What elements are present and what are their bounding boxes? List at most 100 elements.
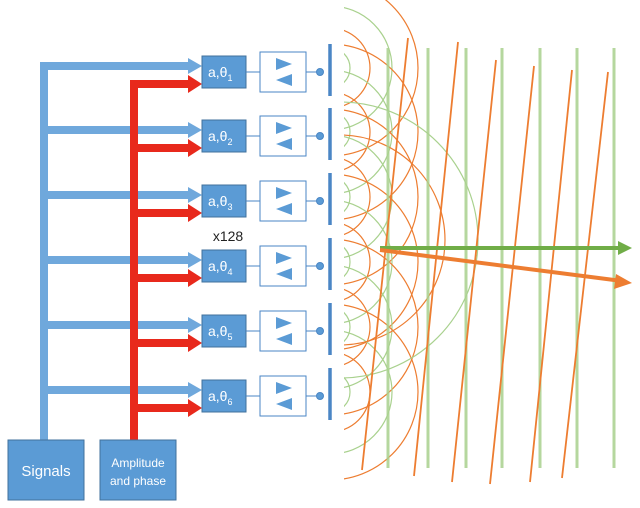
tr-module	[259, 375, 307, 417]
wavefront-arc	[344, 174, 419, 350]
wavefront-arc	[344, 44, 419, 220]
element-row: a,θ3	[201, 180, 324, 222]
element-count-label: x128	[213, 228, 244, 244]
transmit-amp-icon	[276, 317, 292, 329]
wavefront-arc	[344, 0, 419, 156]
transmit-amp-icon	[276, 122, 292, 134]
signal-arrowhead	[188, 187, 202, 203]
tr-module	[259, 51, 307, 93]
steered-beam-arrow	[379, 248, 623, 283]
receive-amp-icon	[276, 333, 292, 345]
weight-box	[201, 314, 247, 348]
orange-wavefront	[529, 69, 573, 483]
weight-subscript: 2	[227, 137, 232, 147]
ampphase-arrowhead	[188, 75, 202, 93]
beam-arrows	[379, 241, 632, 289]
receive-amp-icon	[276, 74, 292, 86]
weight-label: a,θ3	[208, 193, 232, 212]
wavefront-arc	[344, 109, 419, 285]
weight-label: a,θ1	[208, 64, 232, 83]
orange-wavefront	[489, 65, 535, 485]
orange-wavefront	[361, 37, 409, 471]
wavefront-arc	[344, 158, 371, 236]
transmit-amp-icon	[276, 382, 292, 394]
amplitude-phase-box: Amplitude and phase	[99, 439, 177, 501]
antenna-feed-node	[316, 68, 324, 76]
weight-box	[201, 119, 247, 153]
broadside-arrowhead	[618, 241, 632, 255]
weight-label: a,θ5	[208, 323, 232, 342]
wavefront-arc	[344, 52, 351, 84]
wavefront-arc	[344, 6, 393, 130]
ampphase-arrowhead	[188, 399, 202, 417]
antenna-feed-node	[316, 197, 324, 205]
steered-arrowhead	[614, 274, 632, 289]
ampphase-arrowhead	[188, 334, 202, 352]
wavefront-arc	[344, 200, 393, 324]
tr-module	[259, 115, 307, 157]
antenna-feed-node	[316, 262, 324, 270]
orange-wavefront-lines	[361, 37, 609, 485]
amplitude-label: Amplitude	[111, 456, 165, 470]
weight-subscript: 5	[227, 332, 232, 342]
amplitude-phase-bus	[130, 75, 202, 440]
signals-box: Signals	[7, 439, 85, 501]
wavefront-arc	[344, 93, 371, 171]
tr-module	[259, 245, 307, 287]
element-row: a,θ2	[201, 115, 324, 157]
element-rows: a,θ1 a,θ2 a,θ3 a,θ4 a,θ5 a,θ6	[201, 51, 324, 417]
signal-arrowhead	[188, 382, 202, 398]
wavefront-arc	[344, 239, 419, 415]
wavefront-arc	[344, 134, 446, 346]
tr-module	[259, 310, 307, 352]
wavefront-arc	[344, 223, 371, 301]
signal-arrowhead	[188, 58, 202, 74]
antenna-feed-node	[316, 327, 324, 335]
element-row: a,θ6	[201, 375, 324, 417]
signal-bus	[40, 58, 202, 440]
weight-subscript: 4	[227, 267, 232, 277]
weight-box	[201, 379, 247, 413]
element-row: a,θ4	[201, 245, 324, 287]
element-row: a,θ1	[201, 51, 324, 93]
wavefront-arc	[344, 376, 351, 408]
wavefront-arc	[344, 246, 351, 278]
ampphase-arrowhead	[188, 139, 202, 157]
weight-label: a,θ4	[208, 258, 232, 277]
wavefront-arc	[344, 70, 393, 194]
ampphase-arrowhead	[188, 269, 202, 287]
receive-amp-icon	[276, 138, 292, 150]
wavefront-arc	[344, 135, 393, 259]
signal-arrowhead	[188, 317, 202, 333]
wavefront-arc	[344, 29, 371, 107]
wavefront-arc	[344, 265, 393, 389]
and-phase-label: and phase	[110, 474, 166, 488]
wavefront-arc	[344, 304, 419, 480]
receive-amp-icon	[276, 203, 292, 215]
orange-wavefront	[451, 59, 497, 483]
weight-subscript: 6	[227, 397, 232, 407]
tr-module	[259, 180, 307, 222]
transmit-amp-icon	[276, 58, 292, 70]
antenna-feed-node	[316, 392, 324, 400]
wavefront-arc	[344, 288, 371, 366]
signals-label: Signals	[21, 463, 70, 480]
transmit-amp-icon	[276, 252, 292, 264]
wavefront-arc	[344, 330, 393, 454]
signal-arrowhead	[188, 252, 202, 268]
weight-label: a,θ2	[208, 128, 232, 147]
element-row: a,θ5	[201, 310, 324, 352]
weight-subscript: 1	[227, 73, 232, 83]
weight-box	[201, 184, 247, 218]
wavefront-arc	[344, 311, 351, 343]
weight-box	[201, 249, 247, 283]
weight-subscript: 3	[227, 202, 232, 212]
receive-amp-icon	[276, 398, 292, 410]
signal-arrowhead	[188, 122, 202, 138]
weight-label: a,θ6	[208, 388, 232, 407]
antenna-feed-node	[316, 132, 324, 140]
receive-amp-icon	[276, 268, 292, 280]
transmit-amp-icon	[276, 187, 292, 199]
wavefront-arc	[344, 181, 351, 213]
